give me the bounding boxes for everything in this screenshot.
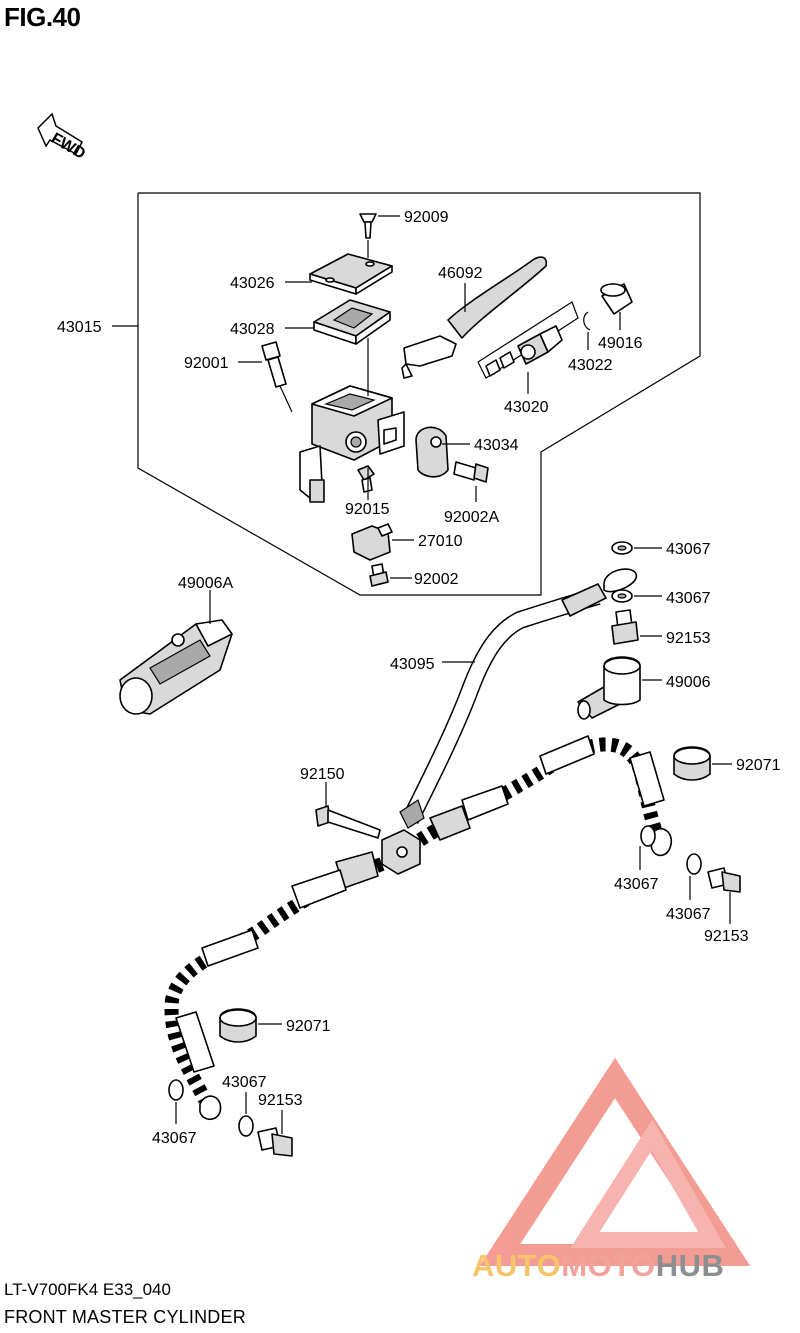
callout-49006: 49006 (666, 674, 711, 691)
callout-49016: 49016 (598, 335, 643, 352)
washer-43067-b (611, 589, 662, 603)
boot-49006A (119, 590, 233, 715)
bolt-92153-a (611, 609, 662, 645)
callout-46092: 46092 (438, 265, 483, 282)
callout-27010: 27010 (418, 533, 463, 550)
dust-boot-49016 (600, 283, 633, 330)
callout-43034: 43034 (474, 437, 519, 454)
watermark-word-hub: HUB (655, 1248, 725, 1283)
watermark-text: AUTOMOTOHUB (472, 1248, 724, 1284)
reservoir-cap-43026 (309, 253, 393, 295)
callout-43095: 43095 (390, 656, 435, 673)
callout-49006A: 49006A (178, 575, 233, 592)
grommet-92071-b (219, 1008, 282, 1043)
watermark-logo (479, 1057, 751, 1266)
hose-right (416, 735, 673, 857)
callout-92001: 92001 (184, 355, 229, 372)
washer-43067-d (686, 853, 702, 900)
callout-92071-a: 92071 (736, 757, 781, 774)
grommet-92071-a (673, 746, 732, 781)
callout-43028: 43028 (230, 321, 275, 338)
callout-92150: 92150 (300, 766, 345, 783)
callout-43020: 43020 (504, 399, 549, 416)
screw-92015 (357, 465, 375, 500)
clamp-holder-43034 (415, 426, 470, 478)
washer-43067-e (238, 1092, 254, 1137)
model-code: LT-V700FK4 E33_040 (4, 1280, 171, 1299)
callout-43026: 43026 (230, 275, 275, 292)
callout-92002: 92002 (414, 571, 459, 588)
washer-43067-c (639, 825, 656, 870)
bolt-92002A (453, 461, 489, 502)
screw-92009 (359, 213, 377, 258)
diaphragm-43028 (313, 299, 391, 345)
callout-43067-c: 43067 (614, 876, 659, 893)
circlip-43022 (583, 311, 591, 331)
callout-43067-a: 43067 (666, 541, 711, 558)
watermark-word-auto: AUTO (472, 1248, 562, 1283)
figure-title: FIG.40 (4, 2, 81, 32)
bolt-92153-b (707, 867, 741, 924)
callout-92153-a: 92153 (666, 630, 711, 647)
washer-43067-f (168, 1079, 184, 1124)
hose-left (164, 851, 385, 1120)
callout-43067-d: 43067 (666, 906, 711, 923)
screw-92002 (369, 563, 412, 587)
callout-43022: 43022 (568, 357, 613, 374)
diagram-title: FRONT MASTER CYLINDER (4, 1307, 246, 1327)
callout-43015: 43015 (57, 319, 102, 336)
callout-92153-b: 92153 (704, 928, 749, 945)
master-cylinder-body (299, 338, 405, 503)
brake-lever-46092 (401, 256, 548, 379)
callout-92009: 92009 (404, 209, 449, 226)
watermark-word-moto: MOTO (561, 1248, 656, 1283)
bolt-92150 (315, 782, 381, 839)
fwd-arrow-icon: FWD (37, 112, 88, 163)
callout-labels: 92009 43026 46092 43015 43028 49016 9200… (57, 209, 781, 1147)
piston-kit-43020 (477, 301, 579, 394)
hose-43095 (399, 568, 637, 829)
callout-43067-f: 43067 (152, 1130, 197, 1147)
bolt-92001 (261, 341, 293, 413)
bolt-92153-c (257, 1110, 293, 1157)
callout-92071-b: 92071 (286, 1018, 331, 1035)
assembly-frame (137, 192, 701, 596)
brake-switch-27010 (351, 523, 414, 561)
callout-43067-e: 43067 (222, 1074, 267, 1091)
callout-92015: 92015 (345, 501, 390, 518)
washer-43067-a (611, 541, 662, 555)
callout-43067-b: 43067 (666, 590, 711, 607)
boot-49006 (577, 656, 662, 720)
junction-joint (381, 829, 421, 875)
callout-92153-c: 92153 (258, 1092, 303, 1109)
callout-92002A: 92002A (444, 509, 499, 526)
